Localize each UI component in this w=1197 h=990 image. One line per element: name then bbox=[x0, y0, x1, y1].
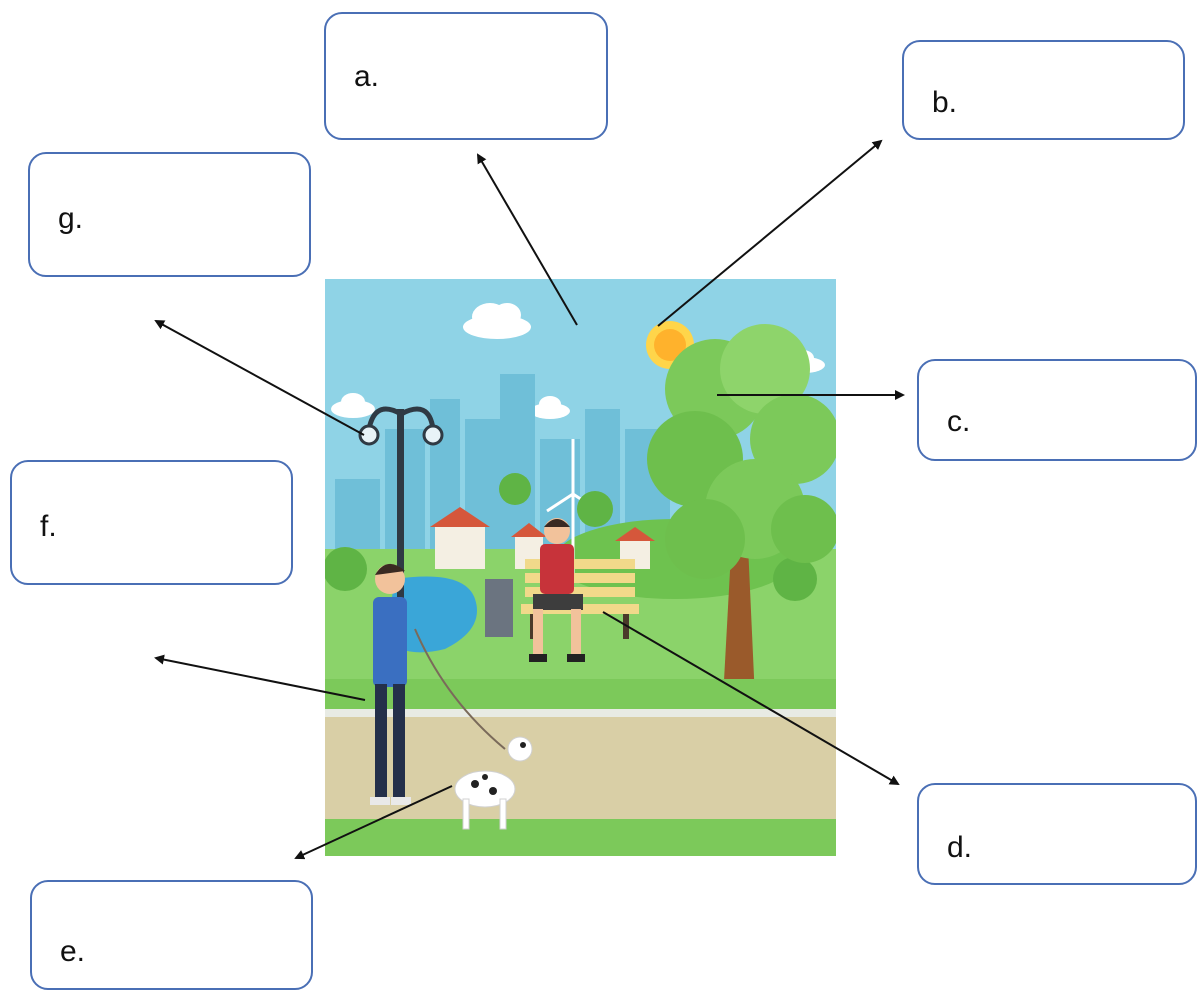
label-e: e. bbox=[60, 935, 86, 968]
label-box-b[interactable]: b. bbox=[902, 40, 1185, 140]
label-d: d. bbox=[947, 831, 973, 864]
label-box-e[interactable]: e. bbox=[30, 880, 313, 990]
big-tree bbox=[647, 324, 836, 699]
label-box-a[interactable]: a. bbox=[324, 12, 608, 140]
label-box-c[interactable]: c. bbox=[917, 359, 1197, 461]
dog-leash bbox=[414, 628, 506, 750]
label-c: c. bbox=[947, 405, 971, 438]
label-box-d[interactable]: d. bbox=[917, 783, 1197, 885]
walking-man bbox=[370, 563, 411, 805]
trash-bin bbox=[485, 579, 513, 637]
houses bbox=[430, 507, 655, 569]
cloud bbox=[530, 396, 570, 419]
background-trees bbox=[325, 473, 817, 601]
sitting-man bbox=[529, 518, 585, 662]
path-edge bbox=[325, 709, 836, 717]
label-g: g. bbox=[58, 202, 84, 235]
dalmatian-dog bbox=[454, 736, 533, 830]
street-lamp bbox=[358, 406, 444, 709]
pond bbox=[385, 576, 477, 653]
park-scene-illustration bbox=[325, 279, 836, 856]
label-box-f[interactable]: f. bbox=[10, 460, 293, 585]
label-a: a. bbox=[354, 60, 380, 93]
label-b: b. bbox=[932, 86, 958, 119]
bottom-grass bbox=[325, 819, 836, 856]
label-box-g[interactable]: g. bbox=[28, 152, 311, 277]
label-f: f. bbox=[40, 510, 57, 543]
